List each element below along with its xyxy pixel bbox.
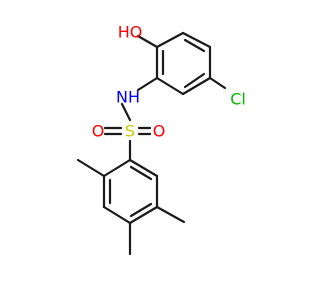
bond-lines <box>76 31 227 256</box>
bond <box>208 76 227 90</box>
bond <box>136 34 159 49</box>
bond <box>181 76 212 96</box>
bond <box>136 76 159 92</box>
bond <box>155 76 185 96</box>
bond <box>183 72 206 89</box>
bond <box>102 158 132 178</box>
bond <box>129 202 153 218</box>
bond <box>129 165 153 181</box>
sulfonyl-oxygen-right-label: O <box>153 122 166 141</box>
bond <box>76 158 106 178</box>
bond <box>128 158 159 178</box>
bond <box>183 38 206 53</box>
bond <box>120 102 132 122</box>
amine-label: NH <box>116 88 140 107</box>
chlorine-label: Cl <box>230 90 246 109</box>
bond <box>181 31 212 49</box>
bond <box>102 205 132 225</box>
sulfur-label: S <box>125 122 135 141</box>
molecule-structure: HO NH Cl O S O <box>76 23 246 256</box>
hydroxyl-label: HO <box>118 23 143 42</box>
bond <box>128 205 159 225</box>
bond <box>155 31 185 49</box>
sulfonyl-oxygen-left-label: O <box>92 122 105 141</box>
bond <box>155 205 186 224</box>
